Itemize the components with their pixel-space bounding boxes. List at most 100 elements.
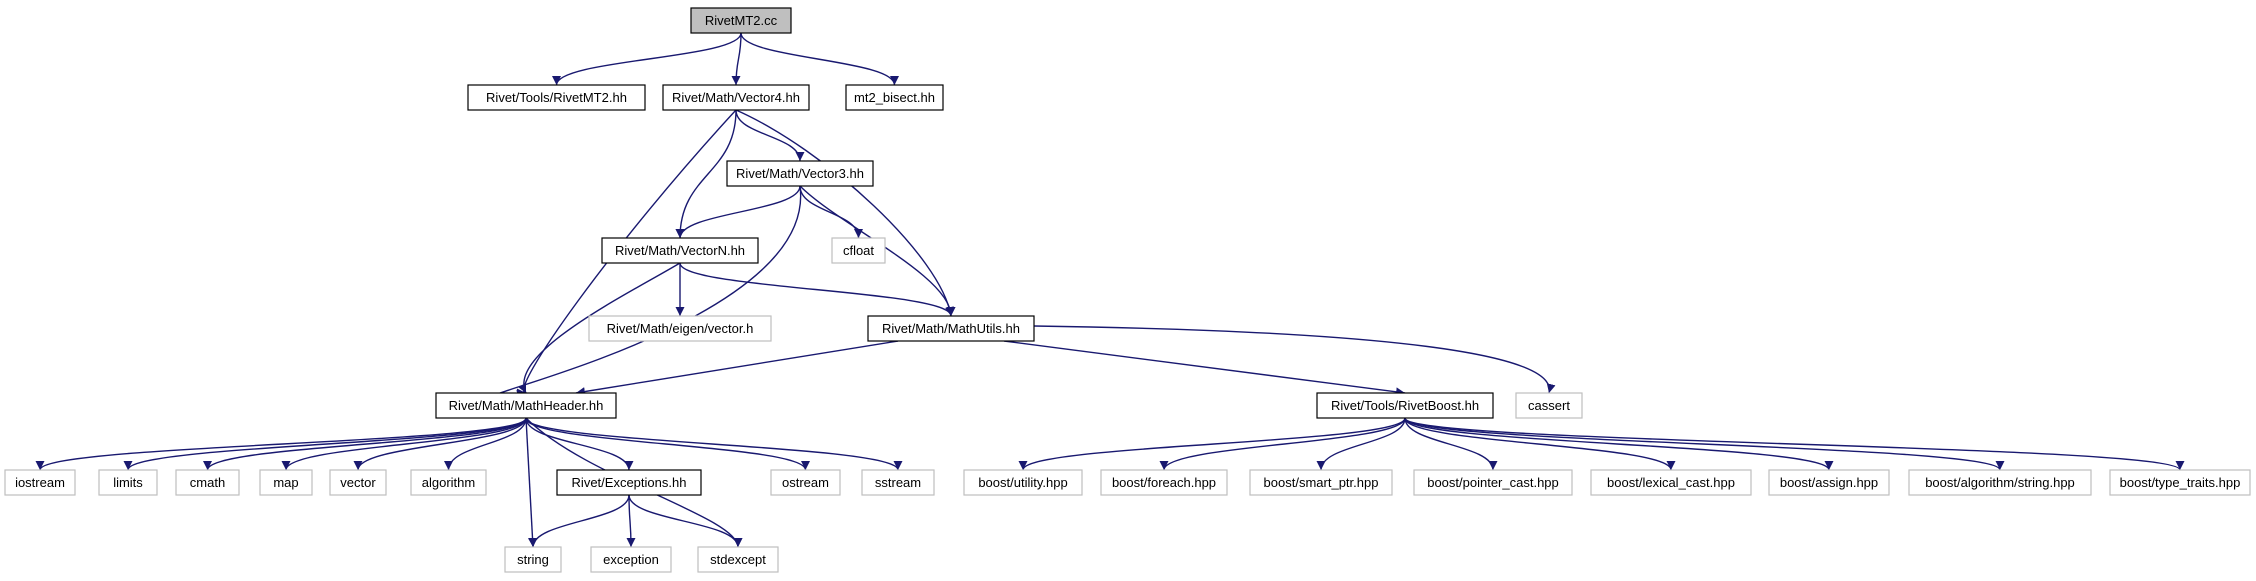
node-box: [1249, 469, 1393, 496]
node-box: [963, 469, 1083, 496]
node-exception: exception: [590, 546, 672, 573]
edge-mathheader-to-algorithm: [444, 417, 527, 471]
node-box: [1590, 469, 1752, 496]
node-box: [1515, 392, 1583, 419]
node-box: [831, 237, 886, 264]
edge-mathheader-to-ostream: [525, 417, 810, 471]
edge-mathheader-to-cmath: [203, 417, 527, 471]
edge-mathheader-to-iostream: [35, 417, 527, 471]
node-box: [556, 469, 702, 496]
edge-vector3-to-mathutils: [799, 185, 956, 317]
node-box: [1908, 469, 2092, 496]
node-limits: limits: [98, 469, 158, 496]
node-box: [588, 315, 772, 342]
node-label: boost/utility.hpp: [978, 475, 1067, 490]
node-boost-foreach: boost/foreach.hpp: [1100, 469, 1228, 496]
node-box: [504, 546, 562, 573]
node-box: [329, 469, 387, 496]
edge-mathutils-to-rivetboost: [1003, 340, 1406, 397]
edge-vector3-to-cfloat: [799, 185, 863, 239]
node-box: [1413, 469, 1573, 496]
node-mathheader[interactable]: Rivet/Math/MathHeader.hh: [435, 392, 617, 419]
node-boost-utility: boost/utility.hpp: [963, 469, 1083, 496]
node-label: ostream: [782, 475, 829, 490]
node-boost-algorithm-string: boost/algorithm/string.hpp: [1908, 469, 2092, 496]
node-mathutils[interactable]: Rivet/Math/MathUtils.hh: [867, 315, 1035, 342]
node-mt2-bisect[interactable]: mt2_bisect.hh: [845, 84, 944, 111]
node-box: [175, 469, 240, 496]
node-label: Rivet/Exceptions.hh: [572, 475, 687, 490]
edge-vector3-to-vectorn: [675, 185, 801, 239]
edge-rivetboost-to-boost-smart-ptr: [1316, 417, 1406, 471]
node-label: Rivet/Tools/RivetBoost.hh: [1331, 398, 1479, 413]
node-label: RivetMT2.cc: [705, 13, 778, 28]
node-label: Rivet/Math/MathUtils.hh: [882, 321, 1020, 336]
node-box: [98, 469, 158, 496]
edge-rivetboost-to-boost-type-traits: [1404, 417, 2185, 471]
node-label: boost/algorithm/string.hpp: [1925, 475, 2075, 490]
edge-root-to-rivetmt2-hh: [552, 32, 742, 86]
node-label: limits: [113, 475, 143, 490]
edge-mathheader-to-map: [281, 417, 527, 471]
edge-rivetboost-to-boost-lexical-cast: [1404, 417, 1676, 471]
node-box: [410, 469, 487, 496]
edges-layer: [35, 32, 2185, 548]
node-box: [590, 546, 672, 573]
node-box: [867, 315, 1035, 342]
node-box: [697, 546, 779, 573]
node-label: Rivet/Math/eigen/vector.h: [607, 321, 754, 336]
node-label: vector: [340, 475, 376, 490]
node-box: [467, 84, 646, 111]
node-label: cmath: [190, 475, 225, 490]
node-label: boost/type_traits.hpp: [2120, 475, 2241, 490]
edge-mathheader-to-vector: [353, 417, 527, 471]
node-rivetmt2-hh[interactable]: Rivet/Tools/RivetMT2.hh: [467, 84, 646, 111]
node-box: [601, 237, 759, 264]
node-box: [726, 160, 874, 187]
node-label: boost/lexical_cast.hpp: [1607, 475, 1735, 490]
node-string: string: [504, 546, 562, 573]
node-root[interactable]: RivetMT2.cc: [690, 7, 792, 34]
edge-mathutils-to-mathheader: [575, 340, 899, 397]
node-label: boost/foreach.hpp: [1112, 475, 1216, 490]
node-boost-lexical-cast: boost/lexical_cast.hpp: [1590, 469, 1752, 496]
node-sstream: sstream: [861, 469, 935, 496]
node-box: [1768, 469, 1890, 496]
node-box: [259, 469, 313, 496]
node-box: [662, 84, 810, 111]
node-box: [2109, 469, 2251, 496]
edge-mathheader-to-string: [525, 417, 538, 548]
node-eigen-vector: Rivet/Math/eigen/vector.h: [588, 315, 772, 342]
node-box: [770, 469, 841, 496]
node-rivetboost[interactable]: Rivet/Tools/RivetBoost.hh: [1316, 392, 1494, 419]
node-boost-smart-ptr: boost/smart_ptr.hpp: [1249, 469, 1393, 496]
node-label: Rivet/Tools/RivetMT2.hh: [486, 90, 627, 105]
node-label: algorithm: [422, 475, 475, 490]
node-box: [690, 7, 792, 34]
node-ostream: ostream: [770, 469, 841, 496]
node-stdexcept: stdexcept: [697, 546, 779, 573]
node-label: Rivet/Math/Vector4.hh: [672, 90, 800, 105]
node-label: iostream: [15, 475, 65, 490]
node-vector4[interactable]: Rivet/Math/Vector4.hh: [662, 84, 810, 111]
edge-mathheader-to-limits: [123, 417, 527, 471]
node-label: string: [517, 552, 549, 567]
node-vector: vector: [329, 469, 387, 496]
node-iostream: iostream: [4, 469, 76, 496]
edge-exceptions-to-exception: [626, 494, 636, 548]
edge-vector4-to-vectorn: [675, 109, 737, 239]
node-vectorn[interactable]: Rivet/Math/VectorN.hh: [601, 237, 759, 264]
node-label: mt2_bisect.hh: [854, 90, 935, 105]
node-exceptions[interactable]: Rivet/Exceptions.hh: [556, 469, 702, 496]
edge-rivetboost-to-boost-utility: [1018, 417, 1406, 471]
edge-exceptions-to-stdexcept: [628, 494, 743, 548]
node-vector3[interactable]: Rivet/Math/Vector3.hh: [726, 160, 874, 187]
node-label: Rivet/Math/VectorN.hh: [615, 243, 745, 258]
edge-root-to-mt2-bisect: [740, 32, 899, 86]
node-cfloat: cfloat: [831, 237, 886, 264]
node-box: [1100, 469, 1228, 496]
node-box: [435, 392, 617, 419]
edge-mathheader-to-exceptions: [525, 417, 634, 471]
node-label: cassert: [1528, 398, 1570, 413]
